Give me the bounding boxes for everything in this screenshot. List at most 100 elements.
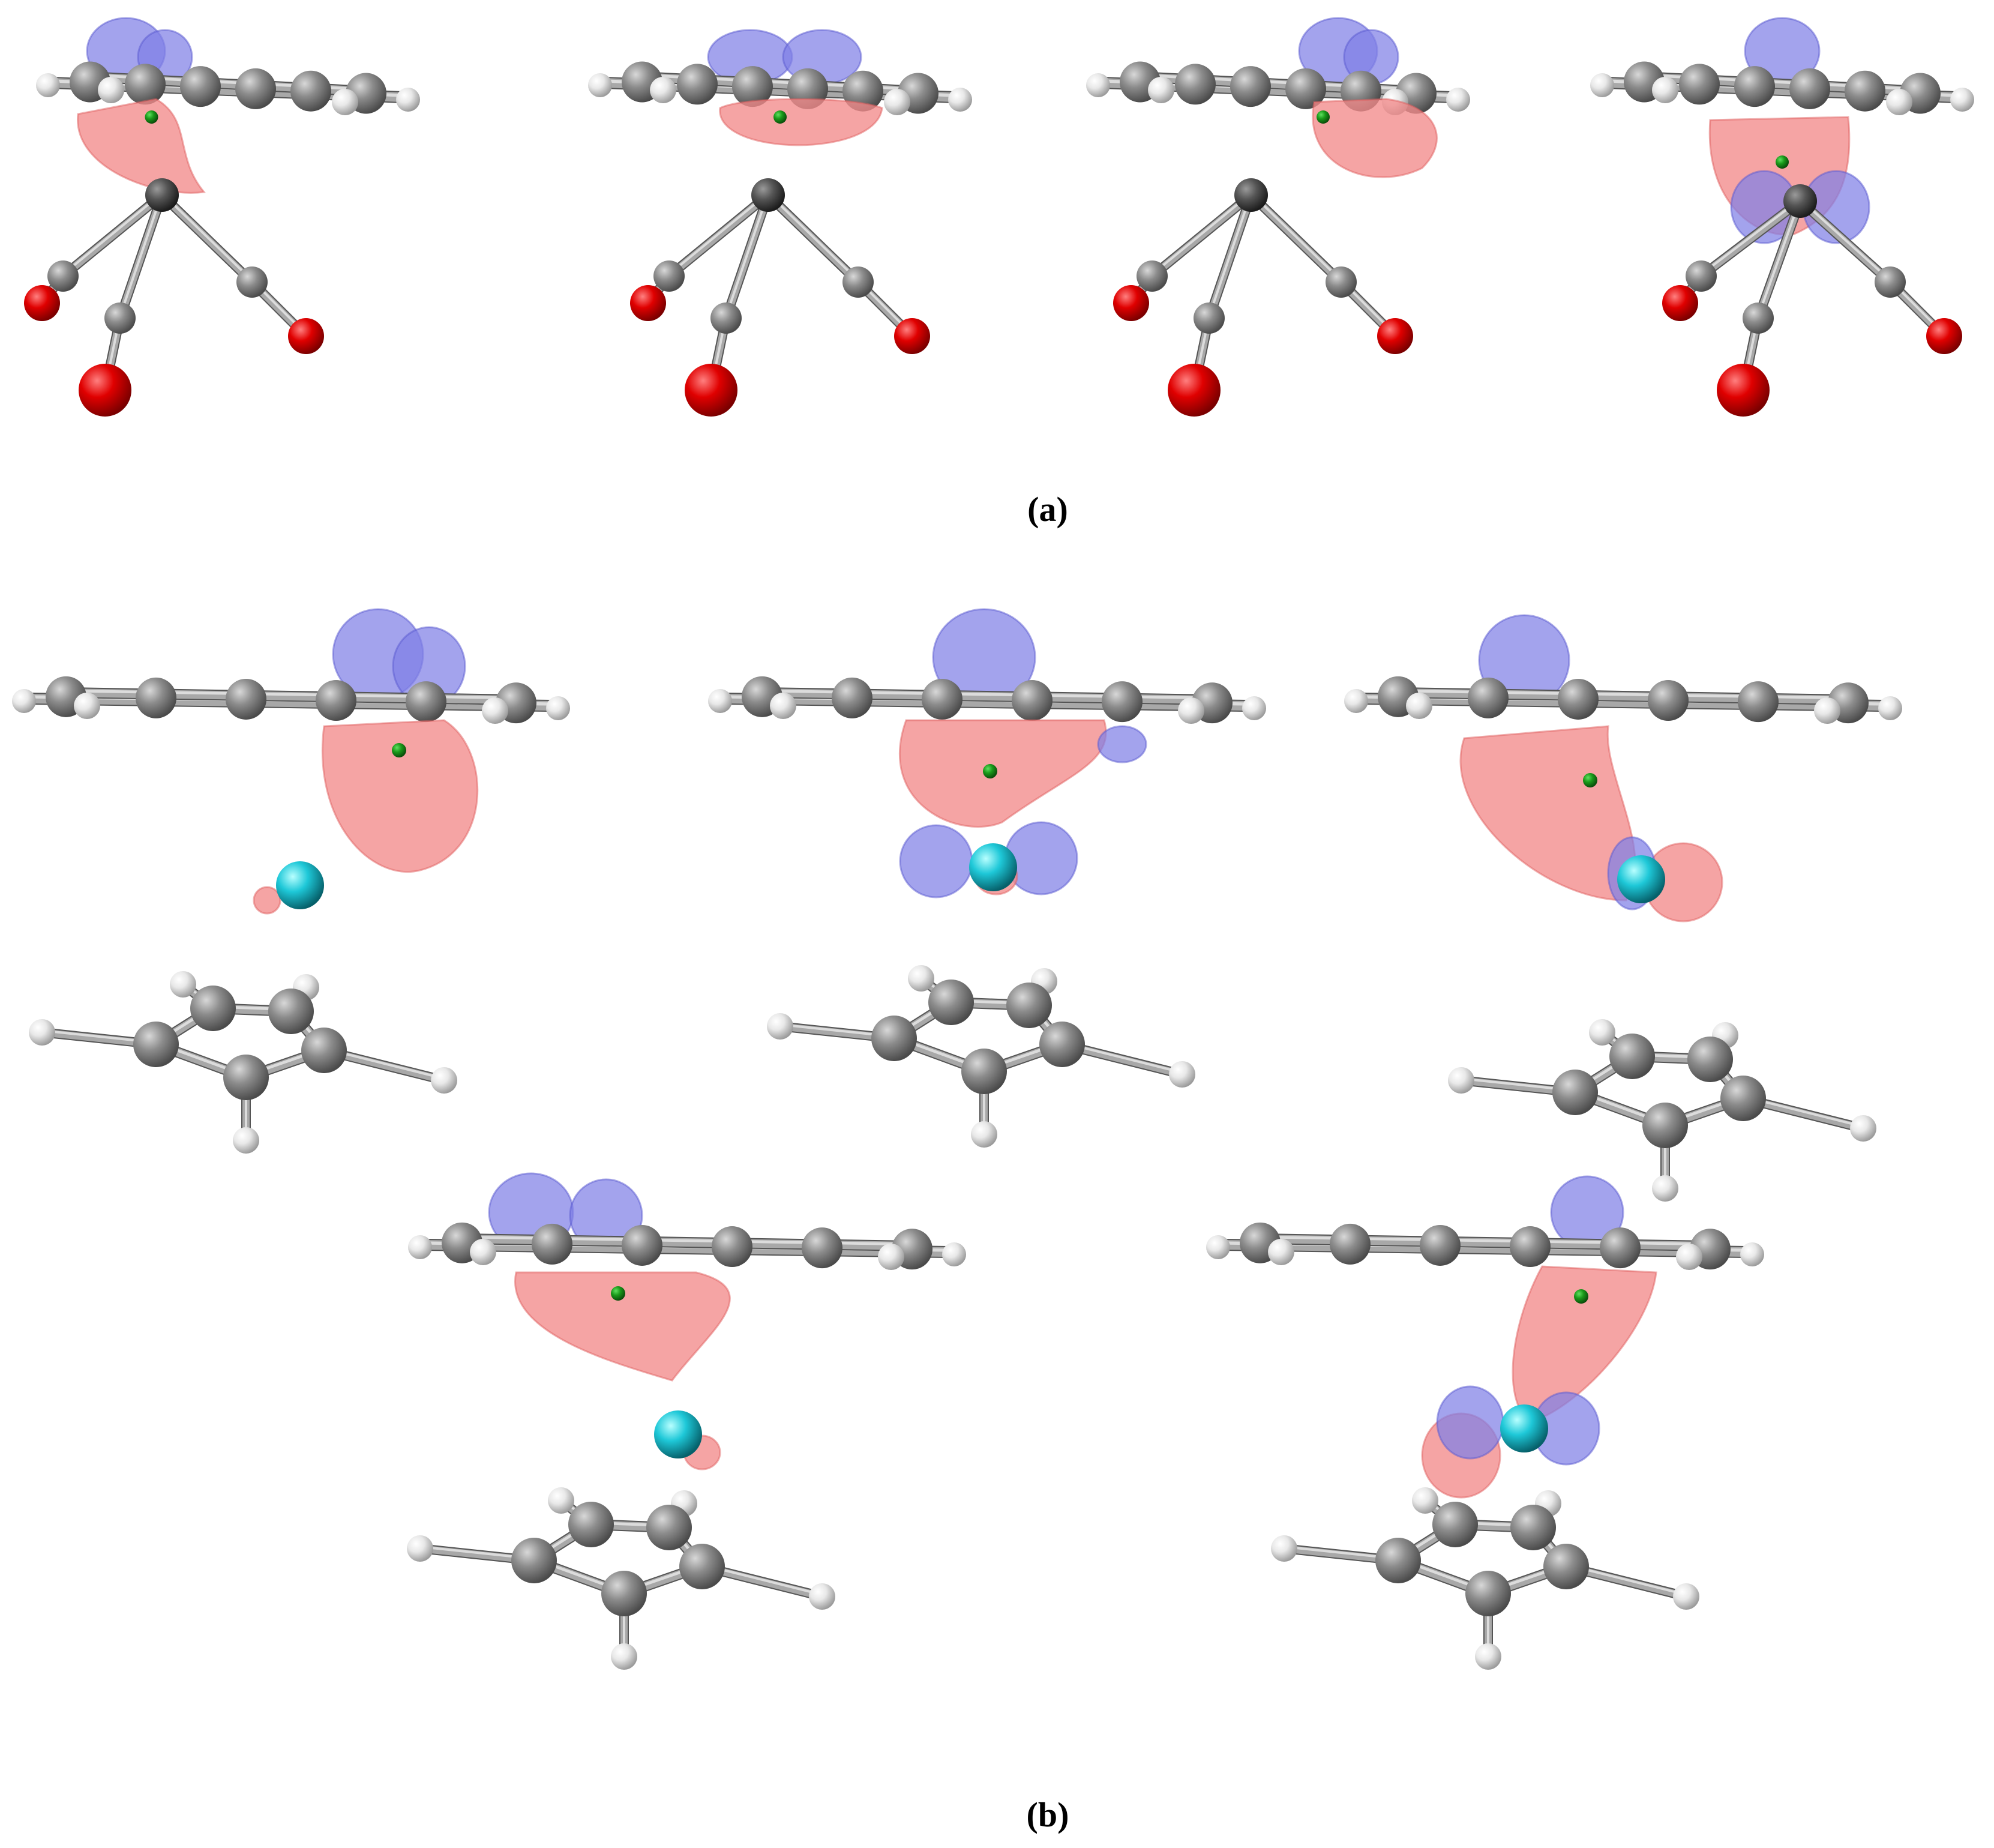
- carbon-atom: [710, 302, 742, 334]
- metal-atom-cyan: [1617, 855, 1665, 903]
- metal-atom-cyan: [276, 861, 324, 909]
- hydrogen-atom: [770, 693, 796, 719]
- oxygen-atom: [1113, 285, 1149, 321]
- hydrogen-atom: [233, 1127, 259, 1154]
- carbon-atom: [1137, 260, 1168, 292]
- carbon-atom: [1039, 1022, 1085, 1067]
- carbon-atom: [1102, 681, 1143, 723]
- carbon-atom: [1006, 983, 1052, 1028]
- bond: [1797, 197, 1894, 286]
- carbon-atom: [226, 678, 266, 720]
- metal-atom-cyan: [654, 1410, 702, 1458]
- hydrogen-atom: [1242, 696, 1266, 720]
- metal-atom: [1783, 184, 1817, 218]
- hydrogen-atom: [650, 77, 676, 103]
- hydrogen-atom: [1850, 1115, 1876, 1142]
- bond-highlight: [1250, 192, 1342, 281]
- carbon-atom: [1609, 1034, 1655, 1079]
- carbon-atom: [1687, 1037, 1733, 1082]
- carbon-atom: [136, 677, 176, 718]
- orbital-lobe-positive: [321, 719, 479, 873]
- oxygen-atom: [24, 285, 60, 321]
- carbon-atom: [928, 980, 974, 1025]
- orbital-lobe-positive: [514, 1271, 731, 1382]
- bond-critical-point: [1776, 155, 1789, 169]
- orbital-lobe-positive: [1643, 842, 1723, 922]
- bond-critical-point: [1583, 773, 1597, 787]
- carbon-atom: [1285, 68, 1326, 109]
- hydrogen-atom: [1740, 1242, 1764, 1266]
- bond-highlight: [668, 192, 769, 275]
- structure-a-4: [1590, 17, 1974, 417]
- carbon-atom: [922, 678, 962, 720]
- carbon-atom: [646, 1505, 692, 1550]
- metal-atom: [145, 178, 179, 212]
- orbital-lobe-positive: [77, 98, 206, 194]
- hydrogen-atom: [431, 1067, 457, 1094]
- hydrogen-atom: [1652, 1175, 1678, 1202]
- hydrogen-atom: [1886, 89, 1912, 115]
- hydrogen-atom: [1086, 73, 1110, 97]
- hydrogen-atom: [1148, 77, 1174, 103]
- carbon-atom: [104, 302, 136, 334]
- hydrogen-atom: [1448, 1067, 1474, 1094]
- structure-b-3: [1344, 614, 1902, 1202]
- bond-critical-point: [392, 743, 406, 757]
- panel-b-label: (b): [1026, 1795, 1069, 1834]
- carbon-atom: [236, 266, 268, 298]
- hydrogen-atom: [170, 971, 196, 998]
- carbon-atom: [1558, 678, 1599, 720]
- carbon-atom: [1012, 680, 1053, 721]
- bond: [1357, 694, 1889, 711]
- carbon-atom: [1686, 260, 1717, 292]
- hydrogen-atom: [1673, 1583, 1699, 1610]
- carbon-atom: [1326, 266, 1357, 298]
- hydrogen-atom: [470, 1239, 496, 1265]
- bond: [1219, 1240, 1751, 1257]
- hydrogen-atom: [1475, 1643, 1501, 1670]
- structure-b-5: [1206, 1175, 1764, 1670]
- carbon-atom: [732, 66, 773, 107]
- hydrogen-atom: [482, 697, 508, 724]
- bond-highlight: [161, 192, 253, 281]
- structure-a-1: [24, 17, 420, 417]
- carbon-atom: [1230, 66, 1271, 107]
- structure-a-2: [588, 29, 972, 417]
- orbital-lobe-negative: [1004, 821, 1078, 895]
- hydrogen-atom: [767, 1013, 793, 1040]
- bond-critical-point: [1317, 110, 1330, 124]
- hydrogen-atom: [1446, 88, 1470, 112]
- carbon-atom: [133, 1022, 179, 1067]
- hydrogen-atom: [611, 1643, 637, 1670]
- hydrogen-atom: [1878, 696, 1902, 720]
- hydrogen-atom: [1652, 77, 1678, 103]
- hydrogen-atom: [1814, 697, 1840, 724]
- metal-atom-cyan: [969, 843, 1017, 891]
- bond: [1248, 191, 1345, 286]
- carbon-atom: [712, 1226, 752, 1268]
- carbon-atom: [802, 1227, 842, 1269]
- carbon-atom: [1194, 302, 1225, 334]
- carbon-atom: [235, 68, 276, 109]
- hydrogen-atom: [948, 88, 972, 112]
- carbon-atom: [1734, 66, 1775, 107]
- carbon-atom: [1648, 680, 1689, 721]
- hydrogen-atom: [74, 693, 100, 719]
- carbon-atom: [1420, 1224, 1461, 1266]
- hydrogen-atom: [1344, 689, 1368, 713]
- panel-a-label: (a): [1027, 490, 1068, 529]
- bond-highlight: [767, 192, 859, 281]
- hydrogen-atom: [548, 1487, 574, 1514]
- carbon-atom: [653, 260, 685, 292]
- hydrogen-atom: [407, 1535, 433, 1562]
- hydrogen-atom: [809, 1583, 835, 1610]
- carbon-atom: [622, 1224, 662, 1266]
- oxygen-atom: [630, 285, 666, 321]
- carbon-atom: [532, 1223, 572, 1265]
- structure-b-4: [407, 1172, 966, 1670]
- hydrogen-atom: [878, 1244, 904, 1270]
- carbon-atom: [1600, 1227, 1641, 1269]
- orbital-lobe-negative: [899, 824, 973, 898]
- hydrogen-atom: [1271, 1535, 1297, 1562]
